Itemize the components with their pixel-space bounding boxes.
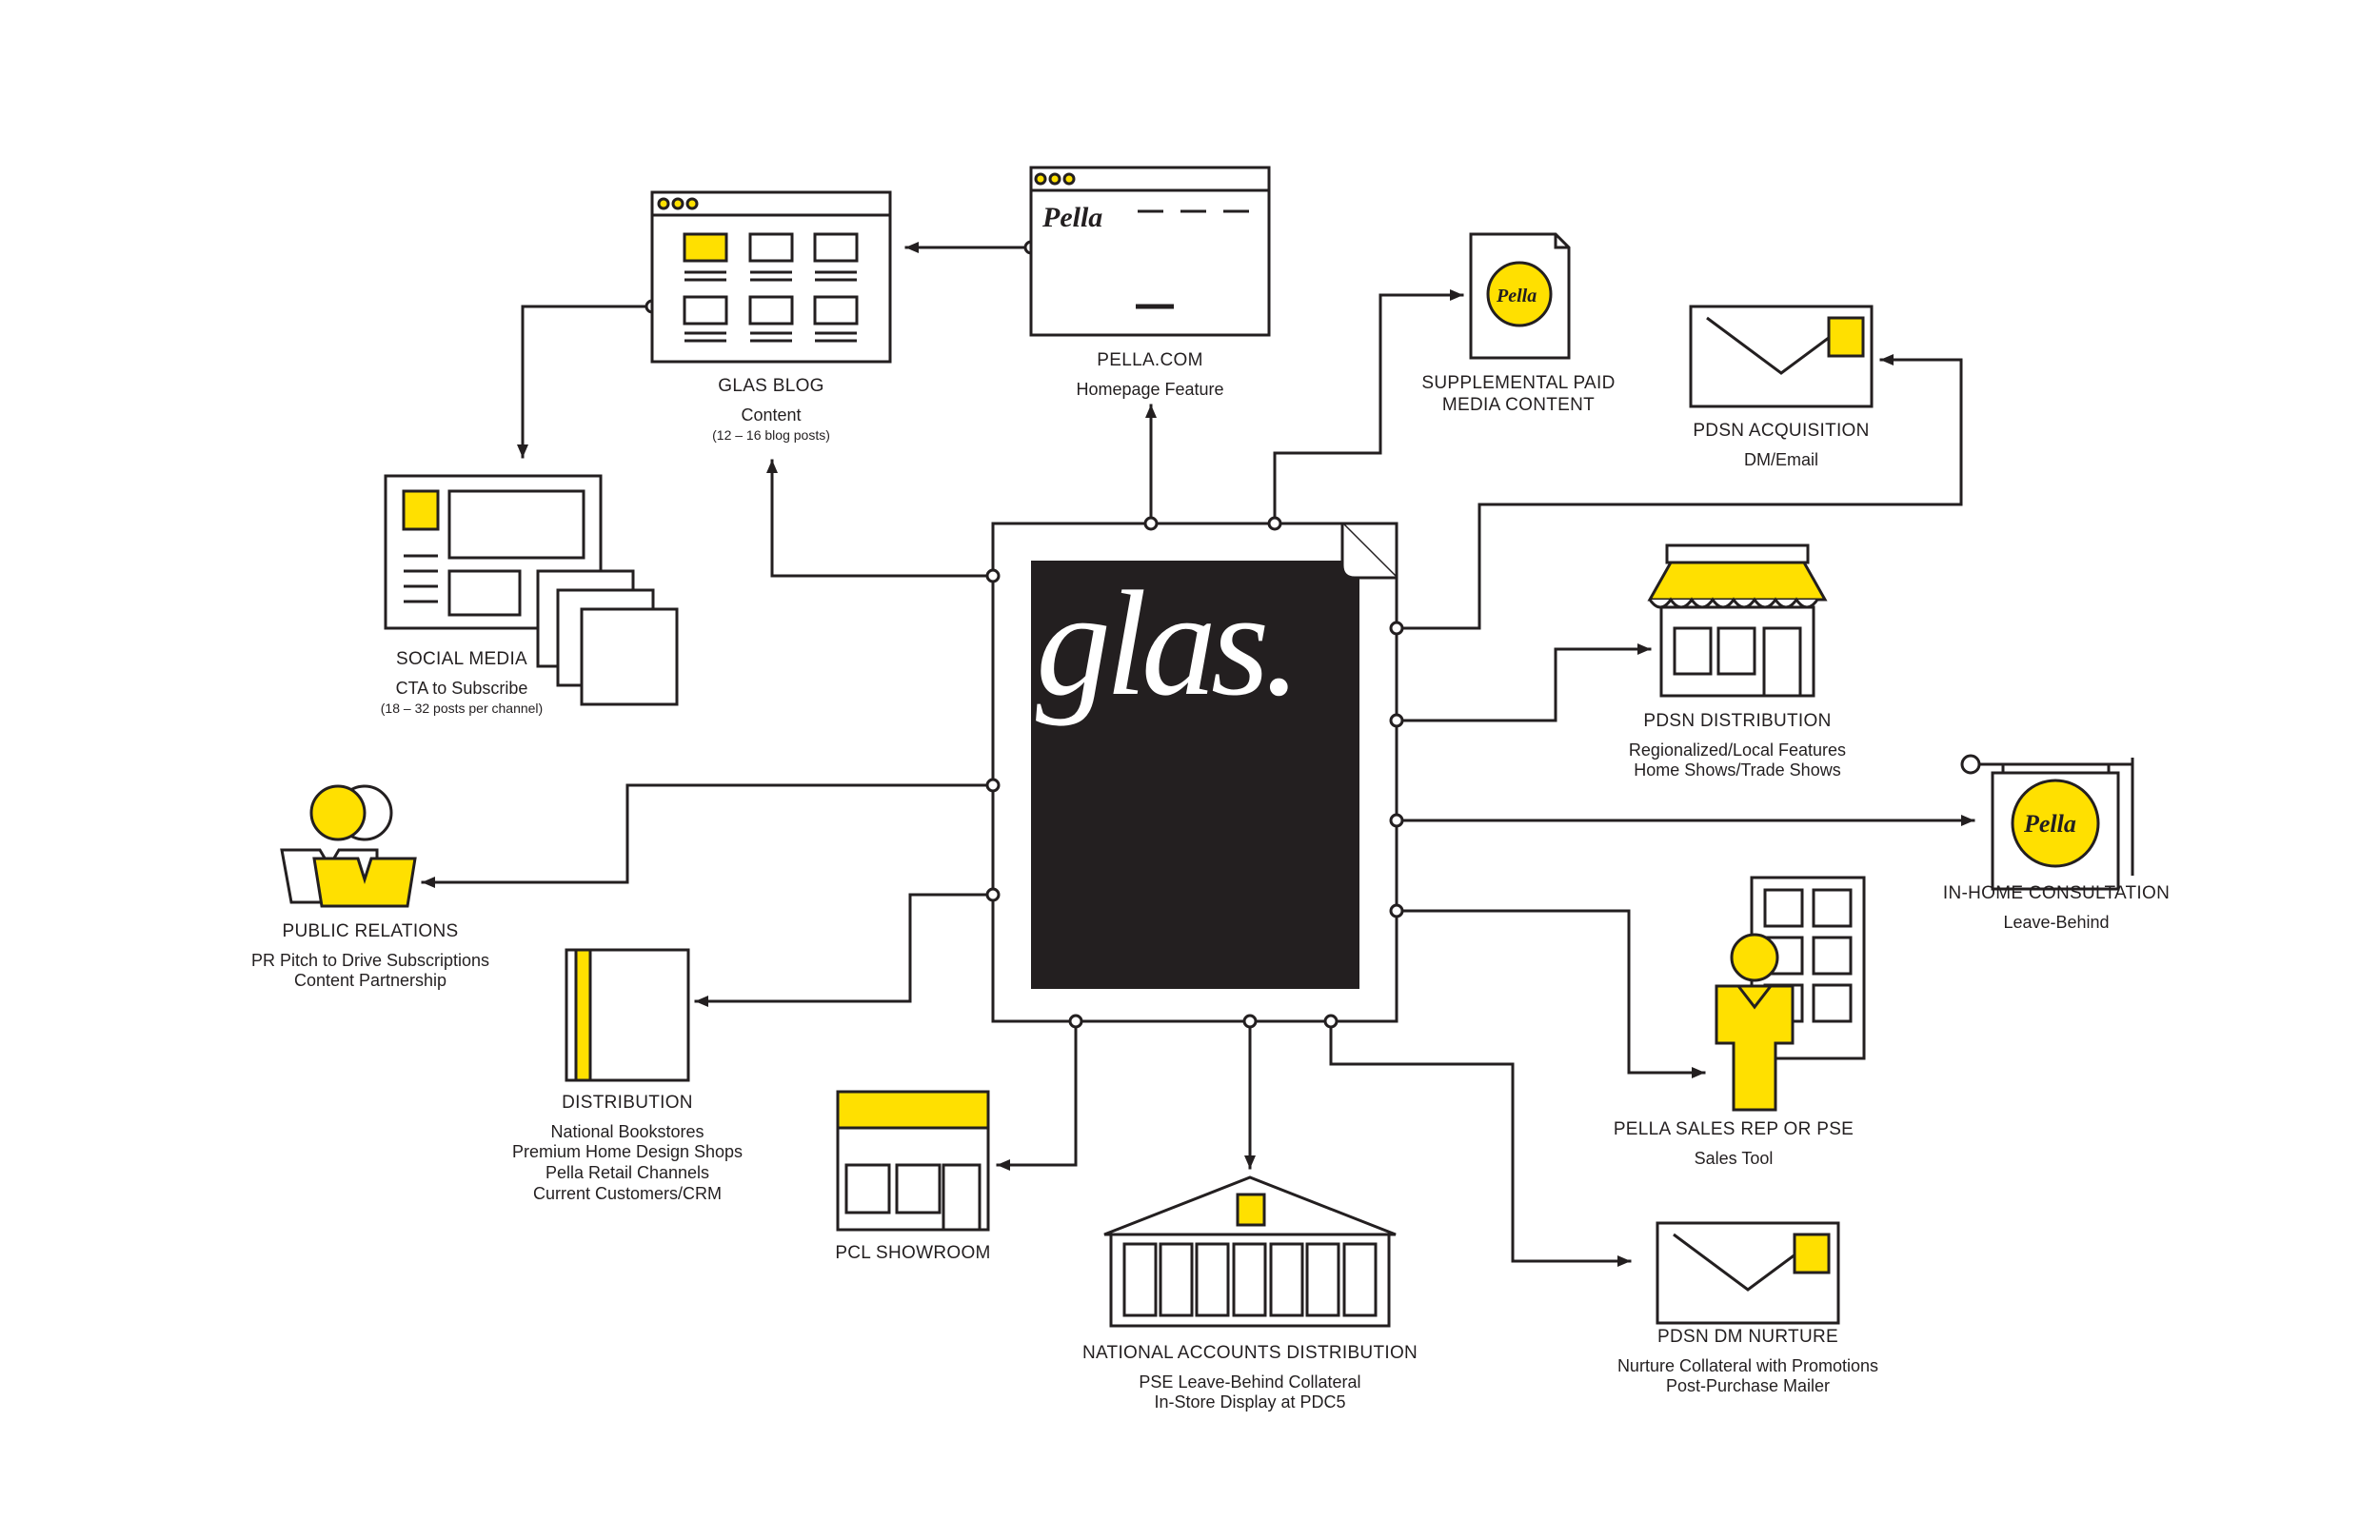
public-relations-label: PUBLIC RELATIONS PR Pitch to Drive Subsc… xyxy=(180,921,561,992)
node-subtitle: DM/Email xyxy=(1743,449,1818,469)
connector-to-public-relations xyxy=(421,783,995,888)
connector-to-pdsn-nurture xyxy=(1329,1019,1632,1267)
node-subtitle-line-1: Regionalized/Local Features xyxy=(1628,740,1847,760)
node-subtitle: Leave-Behind xyxy=(2003,912,2110,932)
in-home-consultation-label: IN-HOME CONSULTATION Leave-Behind xyxy=(1866,883,2247,933)
node-title: PELLA SALES REP OR PSE xyxy=(1613,1119,1854,1139)
pella-com-label: PELLA.COM Homepage Feature xyxy=(960,350,1340,400)
node-subtitle-line-1: PR Pitch to Drive Subscriptions xyxy=(250,950,490,970)
pdsn-distribution-store-icon xyxy=(1647,543,1828,698)
node-subtitle-line-1: National Bookstores xyxy=(550,1121,704,1141)
node-note: (18 – 32 posts per channel) xyxy=(380,701,544,717)
node-title: GLAS BLOG xyxy=(718,376,824,396)
node-title: PCL SHOWROOM xyxy=(835,1243,991,1263)
glas-magazine-icon xyxy=(991,522,1398,1023)
node-subtitle-line-3: Pella Retail Channels xyxy=(545,1162,710,1182)
glas-blog-label: GLAS BLOG Content (12 – 16 blog posts) xyxy=(581,376,962,444)
supplemental-media-logo: Pella xyxy=(1496,286,1537,306)
social-media-icon xyxy=(384,474,679,706)
pdsn-nurture-envelope-icon xyxy=(1656,1221,1840,1325)
node-title: IN-HOME CONSULTATION xyxy=(1942,883,2171,903)
node-title: NATIONAL ACCOUNTS DISTRIBUTION xyxy=(1081,1343,1418,1363)
in-home-logo: Pella xyxy=(2023,810,2076,838)
connector-blog-to-social xyxy=(517,305,654,459)
node-subtitle-line-1: Nurture Collateral with Promotions xyxy=(1616,1355,1879,1375)
node-title: PDSN DISTRIBUTION xyxy=(1643,711,1832,731)
national-accounts-label: NATIONAL ACCOUNTS DISTRIBUTION PSE Leave… xyxy=(1060,1343,1440,1413)
node-subtitle: Sales Tool xyxy=(1694,1148,1774,1168)
connector-to-sales-rep xyxy=(1395,909,1706,1078)
in-home-consultation-sign-icon xyxy=(1960,754,2134,891)
node-subtitle-line-1: PSE Leave-Behind Collateral xyxy=(1139,1372,1361,1392)
node-subtitle-line-2: Content Partnership xyxy=(293,971,447,991)
node-subtitle-line-4: Current Customers/CRM xyxy=(532,1183,723,1203)
glas-blog-browser-icon xyxy=(650,190,892,364)
public-relations-people-icon xyxy=(280,784,417,908)
distribution-book-icon xyxy=(565,948,690,1082)
connector-to-pdsn-distribution xyxy=(1395,643,1652,722)
pdsn-acquisition-envelope-icon xyxy=(1689,305,1874,408)
node-title-line-1: SUPPLEMENTAL PAID xyxy=(1421,373,1616,393)
node-subtitle-line-2: Post-Purchase Mailer xyxy=(1665,1376,1831,1396)
node-title-line-2: MEDIA CONTENT xyxy=(1441,394,1596,415)
node-title: PDSN DM NURTURE xyxy=(1657,1327,1838,1347)
node-subtitle: Homepage Feature xyxy=(1076,379,1224,399)
node-title: PDSN ACQUISITION xyxy=(1693,421,1870,441)
node-title: PELLA.COM xyxy=(1097,350,1203,370)
node-note: (12 – 16 blog posts) xyxy=(712,427,830,444)
node-title: PUBLIC RELATIONS xyxy=(282,921,459,941)
pella-com-logo: Pella xyxy=(1041,202,1102,233)
pcl-showroom-store-icon xyxy=(836,1090,990,1232)
social-media-label: SOCIAL MEDIA CTA to Subscribe (18 – 32 p… xyxy=(271,649,652,717)
sales-rep-label: PELLA SALES REP OR PSE Sales Tool xyxy=(1543,1119,1924,1169)
glas-magazine-title: glas. xyxy=(1036,561,1301,727)
national-accounts-building-icon xyxy=(1103,1175,1397,1328)
node-subtitle: Content xyxy=(741,405,802,424)
connector-to-pcl-showroom xyxy=(996,1019,1078,1171)
pdsn-nurture-label: PDSN DM NURTURE Nurture Collateral with … xyxy=(1557,1327,1938,1397)
connector-to-distribution xyxy=(694,893,995,1007)
connector-to-glas-blog xyxy=(766,459,995,578)
supplemental-media-document-icon xyxy=(1469,232,1571,360)
pdsn-acquisition-label: PDSN ACQUISITION DM/Email xyxy=(1591,421,1972,470)
pdsn-distribution-label: PDSN DISTRIBUTION Regionalized/Local Fea… xyxy=(1547,711,1928,781)
node-title: DISTRIBUTION xyxy=(562,1093,693,1113)
sales-rep-person-icon xyxy=(1715,876,1866,1112)
distribution-label: DISTRIBUTION National Bookstores Premium… xyxy=(437,1093,818,1204)
node-subtitle-line-2: Premium Home Design Shops xyxy=(511,1142,744,1162)
node-subtitle-line-2: Home Shows/Trade Shows xyxy=(1634,760,1841,780)
pcl-showroom-label: PCL SHOWROOM xyxy=(723,1243,1103,1265)
node-subtitle: CTA to Subscribe xyxy=(395,678,528,698)
pella-com-browser-icon xyxy=(1029,166,1271,337)
connector-to-supplemental xyxy=(1273,289,1464,525)
supplemental-media-label: SUPPLEMENTAL PAID MEDIA CONTENT xyxy=(1328,373,1709,417)
node-title: SOCIAL MEDIA xyxy=(395,649,528,669)
node-subtitle-line-2: In-Store Display at PDC5 xyxy=(1154,1392,1346,1412)
connector-to-pdsn-acquisition xyxy=(1395,354,1963,630)
